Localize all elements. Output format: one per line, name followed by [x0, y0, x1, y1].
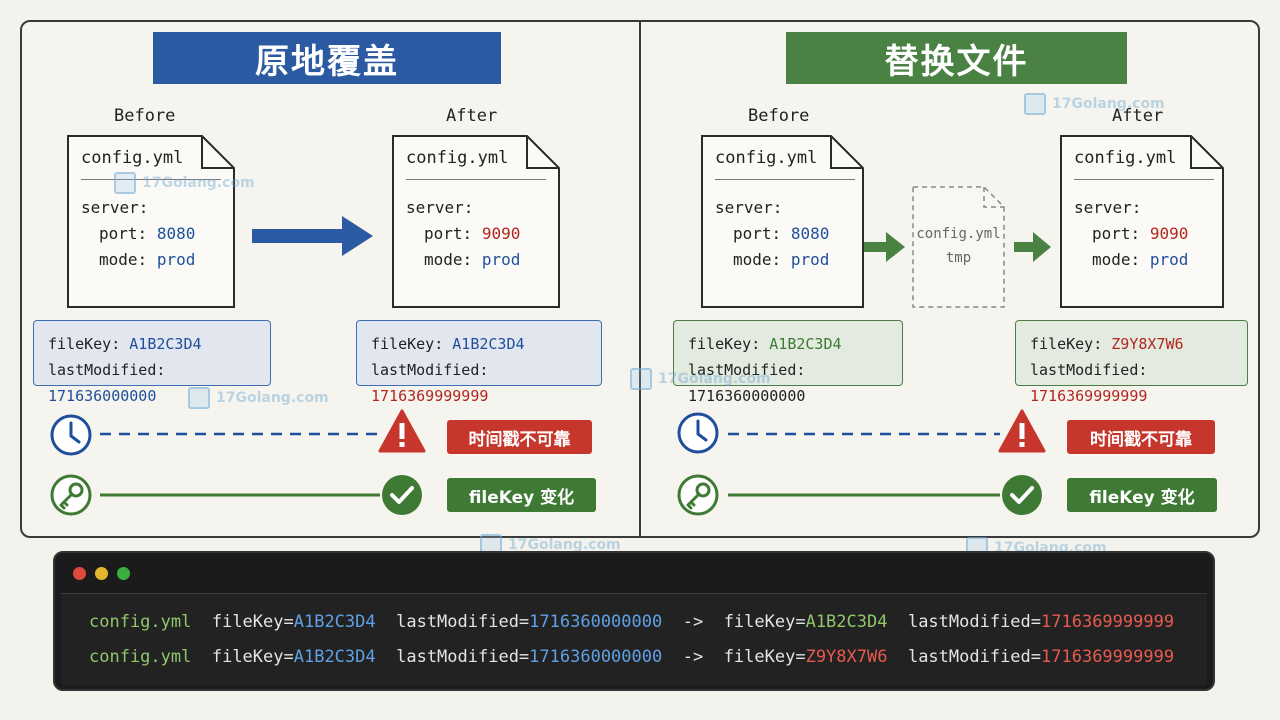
left-before-doc: config.yml server: port: 8080 mode: prod: [67, 135, 235, 308]
left-before-caption: Before: [114, 106, 176, 126]
dashed-connector: [100, 432, 380, 436]
terminal-window: config.yml fileKey=A1B2C3D4 lastModified…: [53, 551, 1215, 691]
right-after-keybox: fileKey: Z9Y8X7W6 lastModified: 17163699…: [1015, 320, 1248, 405]
tmp-doc-outline: [912, 186, 1005, 308]
right-timestamp-tag: 时间戳不可靠: [1067, 420, 1215, 454]
left-after-doc: config.yml server: port: 9090 mode: prod: [392, 135, 560, 308]
modified-row: lastModified: 1716360000000: [688, 361, 806, 405]
watermark: 17Golang.com: [630, 368, 771, 390]
doc-filename: config.yml: [81, 148, 184, 168]
arrow-right-icon: [864, 232, 905, 262]
watermark: 17Golang.com: [188, 387, 329, 409]
left-before-keybox: fileKey: A1B2C3D4 lastModified: 17163600…: [33, 320, 271, 405]
mode-value: prod: [790, 250, 830, 269]
doc-filename: config.yml: [1074, 148, 1177, 168]
check-icon: [382, 475, 422, 515]
close-dot-icon[interactable]: [73, 567, 86, 580]
doc-outline: [392, 135, 560, 308]
doc-outline: [701, 135, 864, 308]
filekey-row: fileKey: Z9Y8X7W6: [1030, 335, 1184, 353]
right-before-doc: config.yml server: port: 8080 mode: prod: [701, 135, 864, 308]
mode-value: prod: [481, 250, 521, 269]
right-before-caption: Before: [748, 106, 810, 126]
maximize-dot-icon[interactable]: [117, 567, 130, 580]
doc-mode-line: mode: prod: [1092, 250, 1189, 269]
filekey-row: fileKey: A1B2C3D4: [371, 335, 525, 353]
doc-separator: [406, 179, 546, 180]
filekey-row: fileKey: A1B2C3D4: [688, 335, 842, 353]
mode-value: prod: [1149, 250, 1189, 269]
panel-divider: [639, 22, 641, 536]
doc-port-line: port: 8080: [99, 224, 196, 243]
left-filekey-tag: fileKey 变化: [447, 478, 596, 512]
doc-server-line: server:: [1074, 198, 1142, 217]
warning-icon: [378, 409, 426, 453]
doc-port-line: port: 9090: [424, 224, 521, 243]
doc-server-line: server:: [406, 198, 474, 217]
right-title: 替换文件: [786, 32, 1127, 84]
left-after-keybox: fileKey: A1B2C3D4 lastModified: 17163699…: [356, 320, 602, 405]
mode-value: prod: [156, 250, 196, 269]
clock-icon: [677, 412, 719, 454]
port-value: 8080: [790, 224, 830, 243]
right-after-caption: After: [1112, 106, 1164, 126]
doc-server-line: server:: [81, 198, 149, 217]
right-filekey-tag: fileKey 变化: [1067, 478, 1217, 512]
doc-mode-line: mode: prod: [733, 250, 830, 269]
solid-connector: [100, 493, 380, 497]
modified-row: lastModified: 1716369999999: [371, 361, 489, 405]
solid-connector: [728, 493, 1000, 497]
terminal-line: config.yml fileKey=A1B2C3D4 lastModified…: [89, 612, 1175, 632]
right-before-keybox: fileKey: A1B2C3D4 lastModified: 17163600…: [673, 320, 903, 405]
doc-outline: [1060, 135, 1224, 308]
minimize-dot-icon[interactable]: [95, 567, 108, 580]
port-value: 9090: [481, 224, 521, 243]
doc-separator: [1074, 179, 1214, 180]
warning-icon: [998, 409, 1046, 453]
key-icon: [677, 474, 719, 516]
doc-port-line: port: 9090: [1092, 224, 1189, 243]
watermark: 17Golang.com: [1024, 93, 1165, 115]
doc-mode-line: mode: prod: [99, 250, 196, 269]
left-timestamp-tag: 时间戳不可靠: [447, 420, 592, 454]
clock-icon: [50, 414, 92, 456]
left-after-caption: After: [446, 106, 498, 126]
right-after-doc: config.yml server: port: 9090 mode: prod: [1060, 135, 1224, 308]
port-value: 8080: [156, 224, 196, 243]
doc-port-line: port: 8080: [733, 224, 830, 243]
tmp-filename: config.yml: [916, 226, 1001, 242]
tmp-suffix: tmp: [945, 250, 972, 266]
doc-outline: [67, 135, 235, 308]
doc-separator: [81, 179, 221, 180]
doc-mode-line: mode: prod: [424, 250, 521, 269]
left-title: 原地覆盖: [153, 32, 501, 84]
dashed-connector: [728, 432, 1000, 436]
port-value: 9090: [1149, 224, 1189, 243]
arrow-right-icon: [1014, 232, 1051, 262]
filekey-row: fileKey: A1B2C3D4: [48, 335, 202, 353]
doc-filename: config.yml: [406, 148, 509, 168]
terminal-line: config.yml fileKey=A1B2C3D4 lastModified…: [89, 647, 1175, 667]
watermark: 17Golang.com: [114, 172, 255, 194]
doc-filename: config.yml: [715, 148, 818, 168]
modified-row: lastModified: 171636000000: [48, 361, 166, 405]
modified-row: lastModified: 1716369999999: [1030, 361, 1148, 405]
doc-separator: [715, 179, 855, 180]
check-icon: [1002, 475, 1042, 515]
tmp-doc: config.yml tmp: [912, 186, 1005, 308]
doc-server-line: server:: [715, 198, 783, 217]
terminal-body: config.yml fileKey=A1B2C3D4 lastModified…: [61, 593, 1207, 685]
arrow-right-icon: [252, 216, 373, 256]
key-icon: [50, 474, 92, 516]
